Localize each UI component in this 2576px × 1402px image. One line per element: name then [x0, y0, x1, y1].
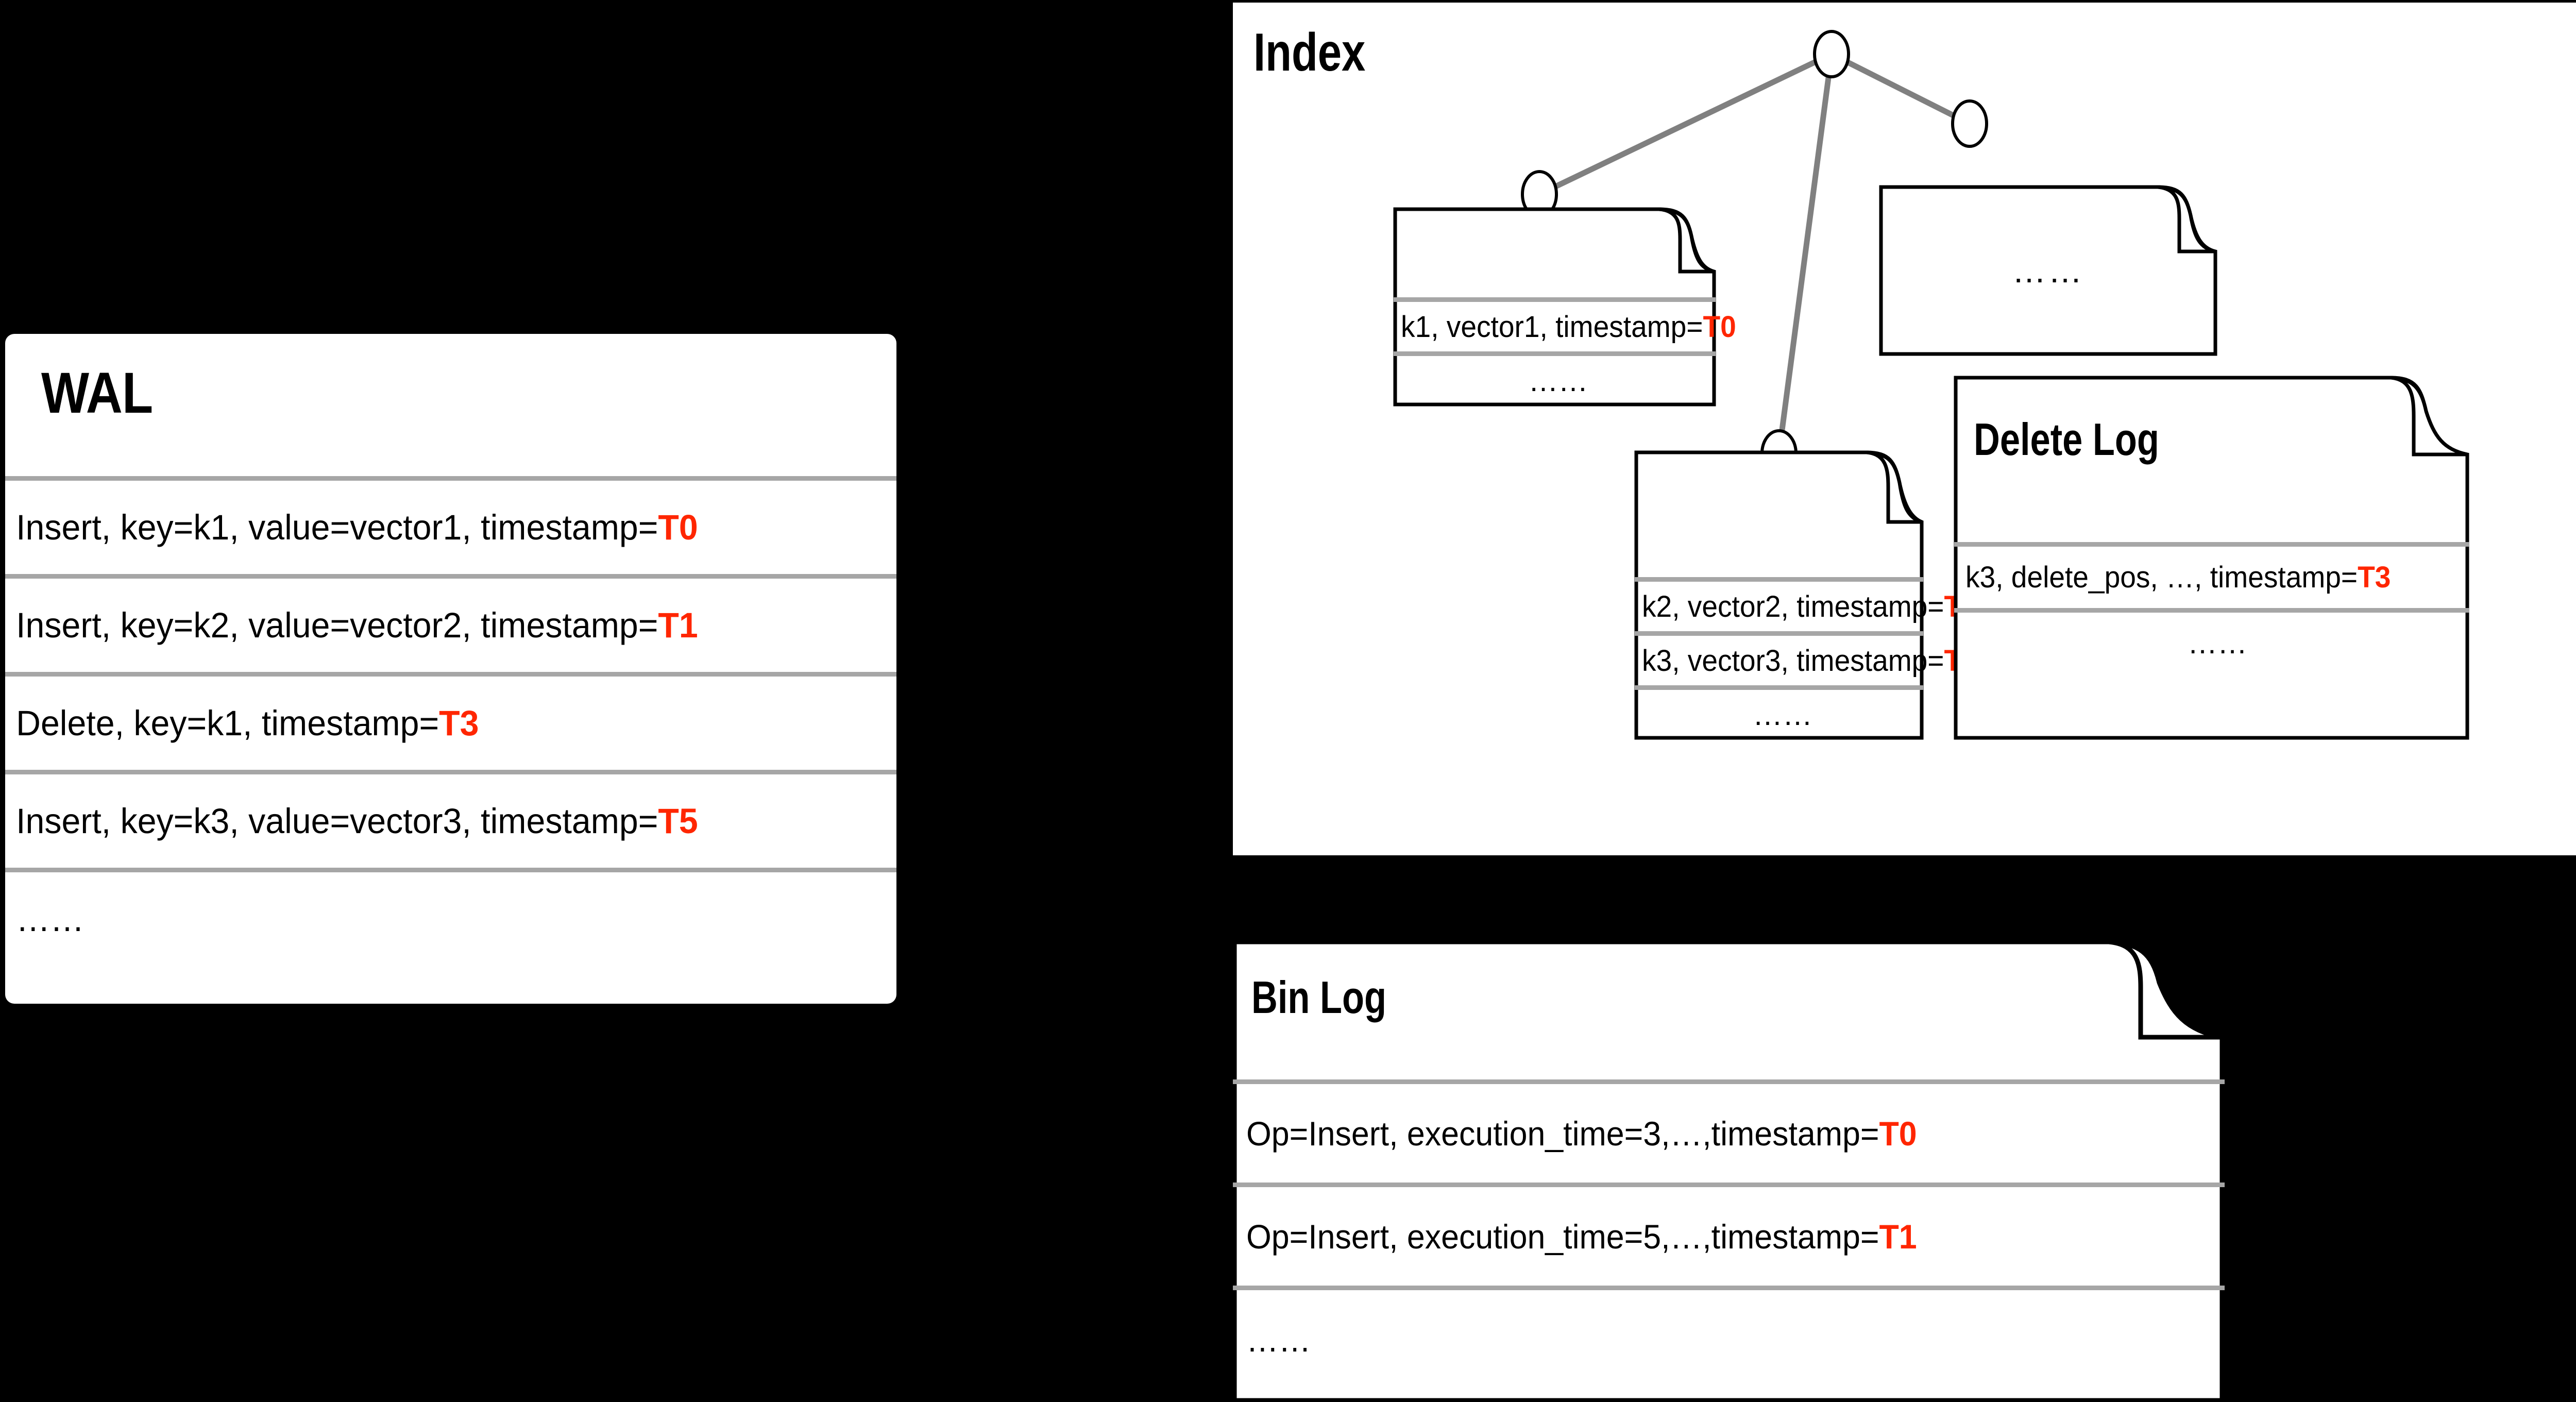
node-c-row-ellipsis: ……: [1635, 685, 1923, 739]
bin-log-row: Op=Insert, execution_time=3,…,timestamp=…: [1233, 1079, 2225, 1183]
node-a-row-list: k1, vector1, timestamp=T0 ……: [1394, 297, 1736, 406]
wal-row-ellipsis: ……: [5, 868, 896, 966]
node-c-row-list: k2, vector2, timestamp=T1 k3, vector3, t…: [1635, 577, 1977, 739]
delete-log-row: k3, delete_pos, …, timestamp=T3: [1954, 542, 2469, 608]
node-a-row-text: ……: [1528, 364, 1588, 398]
bin-log-row-text: ……: [1246, 1320, 1311, 1359]
wal-row-text: Insert, key=k2, value=vector2, timestamp…: [16, 605, 698, 645]
bin-log-title: Bin Log: [1251, 972, 1386, 1023]
node-c-row-text: k2, vector2, timestamp=T1: [1642, 589, 1977, 623]
tree-edge-root-to-b: [1830, 52, 1971, 126]
tree-edge-root-to-a: [1538, 52, 1833, 197]
delete-log-panel: Delete Log k3, delete_pos, …, timestamp=…: [1954, 376, 2469, 740]
document-shape-with-fold-icon: [1879, 185, 2217, 356]
wal-row-text: Insert, key=k3, value=vector3, timestamp…: [16, 801, 698, 841]
wal-row: Insert, key=k3, value=vector3, timestamp…: [5, 770, 896, 868]
node-b-ellipsis: ……: [2012, 251, 2084, 290]
index-leaf-node-a: k1, vector1, timestamp=T0 ……: [1393, 207, 1736, 407]
document-shape-with-fold-icon: [1634, 450, 1924, 740]
node-c-row: k3, vector3, timestamp=T5: [1635, 631, 1977, 685]
delete-log-row-list: k3, delete_pos, …, timestamp=T3 ……: [1954, 542, 2469, 674]
wal-panel: WAL Insert, key=k1, value=vector1, times…: [5, 334, 896, 1004]
node-a-row-ellipsis: ……: [1394, 351, 1716, 406]
index-leaf-node-c: k2, vector2, timestamp=T1 k3, vector3, t…: [1634, 450, 1977, 740]
delete-log-title: Delete Log: [1974, 414, 2159, 465]
delete-log-row-text: k3, delete_pos, …, timestamp=T3: [1965, 561, 2391, 594]
bin-log-row-text: Op=Insert, execution_time=3,…,timestamp=…: [1246, 1114, 1917, 1153]
node-c-row-text: ……: [1753, 698, 1812, 732]
wal-row: Insert, key=k2, value=vector2, timestamp…: [5, 574, 896, 672]
node-a-row: k1, vector1, timestamp=T0: [1394, 297, 1736, 351]
delete-log-row-ellipsis: ……: [1954, 608, 2469, 674]
node-b-content: ……: [1879, 185, 2217, 356]
wal-row-text: ……: [16, 899, 84, 939]
node-a-row-text: k1, vector1, timestamp=T0: [1401, 310, 1736, 344]
wal-row: Delete, key=k1, timestamp=T3: [5, 672, 896, 770]
bin-log-panel: Bin Log Op=Insert, execution_time=3,…,ti…: [1232, 939, 2225, 1402]
bin-log-row: Op=Insert, execution_time=5,…,timestamp=…: [1233, 1183, 2225, 1286]
wal-title: WAL: [41, 361, 153, 425]
tree-node-root: [1813, 30, 1850, 78]
node-c-row-text: k3, vector3, timestamp=T5: [1642, 644, 1977, 678]
wal-row-list: Insert, key=k1, value=vector1, timestamp…: [5, 476, 896, 966]
bin-log-row-text: Op=Insert, execution_time=5,…,timestamp=…: [1246, 1217, 1917, 1256]
wal-row-text: Insert, key=k1, value=vector1, timestamp…: [16, 508, 698, 547]
index-title: Index: [1253, 23, 1366, 82]
delete-log-row-text: ……: [2188, 627, 2247, 660]
wal-row: Insert, key=k1, value=vector1, timestamp…: [5, 476, 896, 574]
tree-node-child-b: [1951, 99, 1988, 148]
index-panel: Index k1, vector1, timestamp=T0 ……: [1233, 3, 2576, 855]
wal-row-text: Delete, key=k1, timestamp=T3: [16, 703, 479, 743]
bin-log-row-ellipsis: ……: [1233, 1286, 2225, 1389]
tree-edge-root-to-c: [1776, 54, 1835, 454]
document-shape-with-fold-icon: [1954, 376, 2469, 740]
index-leaf-node-b: ……: [1879, 185, 2217, 356]
bin-log-row-list: Op=Insert, execution_time=3,…,timestamp=…: [1233, 1079, 2225, 1389]
node-c-row: k2, vector2, timestamp=T1: [1635, 577, 1977, 631]
